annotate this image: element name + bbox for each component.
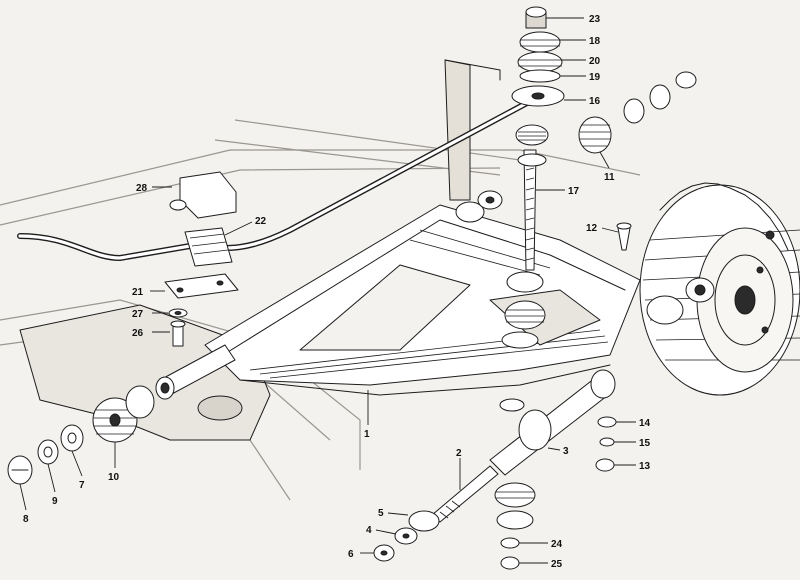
callout-4: 4 bbox=[366, 525, 372, 536]
part-25-nut bbox=[500, 556, 520, 570]
upper-stack bbox=[511, 6, 565, 107]
inner-pivot-shaft bbox=[155, 344, 236, 400]
part-6-nut bbox=[373, 544, 395, 562]
callout-1: 1 bbox=[364, 429, 370, 440]
callout-25: 25 bbox=[551, 559, 563, 570]
part-24-washer bbox=[500, 537, 520, 549]
callout-15: 15 bbox=[639, 438, 651, 449]
callout-19: 19 bbox=[589, 72, 601, 83]
part-13-nut bbox=[595, 458, 615, 472]
part-2-shock-rod bbox=[431, 465, 499, 523]
spring-stud-17 bbox=[523, 149, 537, 271]
callout-17: 17 bbox=[568, 186, 580, 197]
part-22-rubber-block bbox=[184, 227, 233, 267]
callout-24: 24 bbox=[551, 539, 563, 550]
callout-7: 7 bbox=[79, 480, 85, 491]
callout-5: 5 bbox=[378, 508, 384, 519]
lower-rubber-pad bbox=[501, 271, 546, 349]
leader-lines bbox=[19, 17, 636, 564]
callout-8: 8 bbox=[23, 514, 29, 525]
upper-rubber-pad bbox=[515, 124, 549, 167]
brake-drum bbox=[639, 182, 800, 396]
part-11-bushing-group bbox=[578, 71, 697, 154]
chassis-crossmember bbox=[19, 304, 271, 441]
part-7-washer bbox=[60, 424, 84, 452]
part-10-bushing bbox=[92, 385, 155, 443]
callout-12: 12 bbox=[586, 223, 598, 234]
callout-2: 2 bbox=[456, 448, 462, 459]
callout-3: 3 bbox=[563, 446, 569, 457]
spring-tower-bracket bbox=[444, 59, 501, 201]
part-12-pin bbox=[616, 222, 632, 251]
outer-bushings bbox=[646, 277, 715, 325]
part-28-bracket bbox=[169, 171, 237, 219]
callout-11: 11 bbox=[604, 172, 615, 183]
callout-6: 6 bbox=[348, 549, 354, 560]
part-9-lockwasher bbox=[37, 439, 59, 465]
part-15-washer bbox=[599, 437, 615, 447]
callout-18: 18 bbox=[589, 36, 601, 47]
callout-20: 20 bbox=[589, 56, 601, 67]
rear-pivot-bushing bbox=[455, 190, 503, 223]
callout-22: 22 bbox=[255, 216, 267, 227]
callout-27: 27 bbox=[132, 309, 144, 320]
part-3-shock-body bbox=[489, 369, 616, 476]
part-27-washer bbox=[168, 308, 188, 318]
callout-10: 10 bbox=[108, 472, 120, 483]
callout-26: 26 bbox=[132, 328, 144, 339]
callout-numbers: 23 18 20 19 16 17 11 12 28 22 21 27 26 1… bbox=[23, 14, 651, 570]
callout-21: 21 bbox=[132, 287, 144, 298]
part-5-bushing bbox=[408, 510, 440, 532]
callout-13: 13 bbox=[639, 461, 651, 472]
lower-washer-1 bbox=[499, 398, 525, 412]
callout-14: 14 bbox=[639, 418, 651, 429]
callout-23: 23 bbox=[589, 14, 601, 25]
part-4-washer bbox=[394, 527, 418, 545]
callout-16: 16 bbox=[589, 96, 601, 107]
part-8-nut bbox=[7, 455, 33, 485]
callout-28: 28 bbox=[136, 183, 148, 194]
lower-wishbone-arm bbox=[204, 204, 641, 396]
lower-right-rubber bbox=[494, 482, 536, 530]
part-21-plate bbox=[164, 273, 239, 299]
part-26-bolt bbox=[170, 320, 186, 347]
callout-9: 9 bbox=[52, 496, 58, 507]
part-14-washer bbox=[597, 416, 617, 428]
